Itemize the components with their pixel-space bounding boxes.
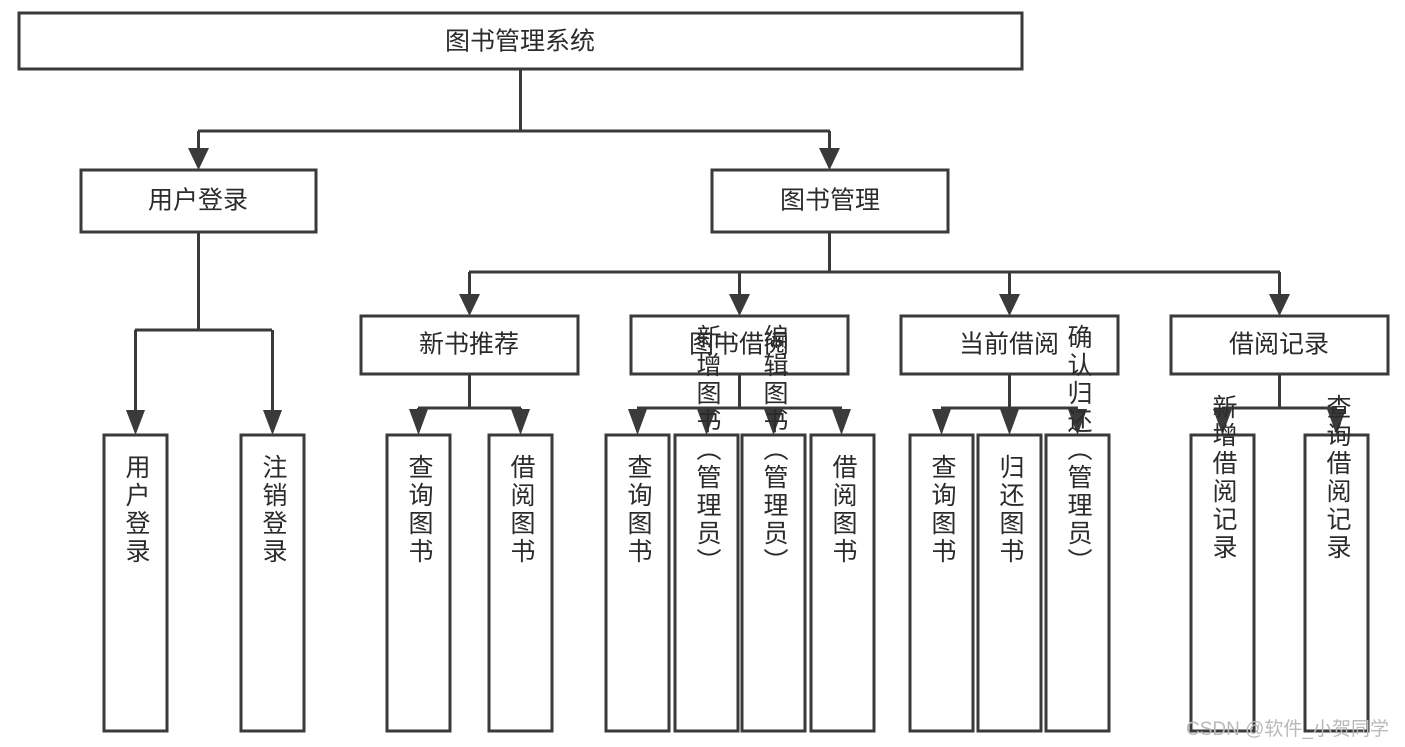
node-leaf-query-book-1-label: 查询图书 (405, 454, 434, 566)
node-borrow-record-box[interactable] (1169, 314, 1390, 376)
arrowhead-borrow-record (1269, 294, 1290, 316)
node-book-borrow-label: 图书借阅 (689, 331, 789, 359)
arrowhead-current-borrow (999, 294, 1020, 316)
node-book-manage[interactable]: 图书管理 (710, 168, 950, 234)
node-book-manage-box[interactable] (710, 168, 950, 234)
node-current-borrow-label: 当前借阅 (959, 331, 1059, 359)
node-root-label: 图书管理系统 (445, 28, 595, 56)
node-new-book-recommend[interactable]: 新书推荐 (359, 314, 580, 376)
node-leaf-user-login[interactable]: 用户登录 (102, 433, 169, 733)
arrowhead-book-manage (819, 148, 840, 170)
node-leaf-query-book-1-box[interactable] (385, 433, 452, 733)
node-leaf-edit-book[interactable]: 编辑图书（管理员） (740, 324, 807, 733)
arrowhead-leaf-user-login (126, 410, 145, 435)
connector-layer (126, 69, 1346, 435)
node-leaf-confirm-return[interactable]: 确认归还（管理员） (1044, 324, 1111, 733)
arrowhead-new-book-recommend (459, 294, 480, 316)
node-leaf-query-record-label: 查询借阅记录 (1323, 394, 1352, 562)
node-leaf-confirm-return-label: 确认归还（管理员） (1064, 324, 1093, 576)
node-root[interactable]: 图书管理系统 (17, 11, 1024, 71)
node-new-book-recommend-label: 新书推荐 (419, 331, 519, 359)
node-user-login-box[interactable] (79, 168, 318, 234)
node-leaf-add-book-box[interactable] (673, 433, 740, 733)
arrowhead-leaf-user-logout (263, 410, 282, 435)
node-leaf-add-book-label: 新增图书（管理员） (693, 324, 722, 576)
arrowhead-leaf-edit-book (764, 409, 783, 435)
node-book-borrow-box[interactable] (629, 314, 850, 376)
node-borrow-record[interactable]: 借阅记录 (1169, 314, 1390, 376)
node-leaf-add-record-label: 新增借阅记录 (1209, 394, 1238, 562)
node-leaf-add-record[interactable]: 新增借阅记录 (1189, 394, 1256, 733)
node-leaf-borrow-book-1-box[interactable] (487, 433, 554, 733)
arrowhead-leaf-query-book-1 (409, 409, 428, 435)
arrowhead-leaf-query-book-2 (628, 409, 647, 435)
node-leaf-edit-book-box[interactable] (740, 433, 807, 733)
node-leaf-user-logout-label: 注销登录 (259, 454, 288, 566)
node-leaf-borrow-book-2[interactable]: 借阅图书 (809, 433, 876, 733)
arrowhead-leaf-query-book-3 (932, 409, 951, 435)
node-leaf-confirm-return-box[interactable] (1044, 433, 1111, 733)
node-leaf-add-book[interactable]: 新增图书（管理员） (673, 324, 740, 733)
node-borrow-record-label: 借阅记录 (1229, 331, 1329, 359)
node-root-box[interactable] (17, 11, 1024, 71)
node-leaf-query-book-1[interactable]: 查询图书 (385, 433, 452, 733)
arrowhead-leaf-borrow-book-2 (832, 409, 851, 435)
node-leaf-edit-book-label: 编辑图书（管理员） (760, 324, 789, 576)
node-leaf-user-logout-box[interactable] (239, 433, 306, 733)
node-leaf-query-book-3[interactable]: 查询图书 (908, 433, 975, 733)
csdn-watermark: CSDN @软件_小贺同学 (1186, 719, 1389, 740)
node-leaf-query-record-box[interactable] (1303, 433, 1370, 733)
node-user-login[interactable]: 用户登录 (79, 168, 318, 234)
node-leaf-borrow-book-2-box[interactable] (809, 433, 876, 733)
arrowhead-leaf-add-record (1213, 409, 1232, 435)
arrowhead-leaf-query-record (1327, 409, 1346, 435)
node-leaf-return-book[interactable]: 归还图书 (976, 433, 1043, 733)
node-current-borrow-box[interactable] (899, 314, 1120, 376)
node-book-borrow[interactable]: 图书借阅 (629, 314, 850, 376)
node-leaf-borrow-book-2-label: 借阅图书 (829, 454, 858, 566)
node-leaf-query-book-2-box[interactable] (604, 433, 671, 733)
node-book-manage-label: 图书管理 (780, 187, 880, 215)
node-leaf-query-record[interactable]: 查询借阅记录 (1303, 394, 1370, 733)
node-new-book-recommend-box[interactable] (359, 314, 580, 376)
arrowhead-leaf-add-book (697, 409, 716, 435)
arrowhead-book-borrow (729, 294, 750, 316)
arrowhead-user-login (188, 148, 209, 170)
node-leaf-query-book-2-label: 查询图书 (624, 454, 653, 566)
node-leaf-borrow-book-1-label: 借阅图书 (507, 454, 536, 566)
node-leaf-query-book-3-label: 查询图书 (928, 454, 957, 566)
node-leaf-user-logout[interactable]: 注销登录 (239, 433, 306, 733)
arrowhead-leaf-borrow-book-1 (511, 409, 530, 435)
node-leaf-add-record-box[interactable] (1189, 433, 1256, 733)
node-leaf-return-book-box[interactable] (976, 433, 1043, 733)
node-leaf-query-book-2[interactable]: 查询图书 (604, 433, 671, 733)
node-leaf-user-login-label: 用户登录 (122, 454, 151, 566)
node-user-login-label: 用户登录 (148, 187, 248, 215)
node-leaf-query-book-3-box[interactable] (908, 433, 975, 733)
node-leaf-return-book-label: 归还图书 (996, 454, 1025, 566)
arrowhead-leaf-confirm-return (1068, 409, 1087, 435)
arrowhead-leaf-return-book (1000, 409, 1019, 435)
node-leaf-user-login-box[interactable] (102, 433, 169, 733)
node-current-borrow[interactable]: 当前借阅 (899, 314, 1120, 376)
node-leaf-borrow-book-1[interactable]: 借阅图书 (487, 433, 554, 733)
